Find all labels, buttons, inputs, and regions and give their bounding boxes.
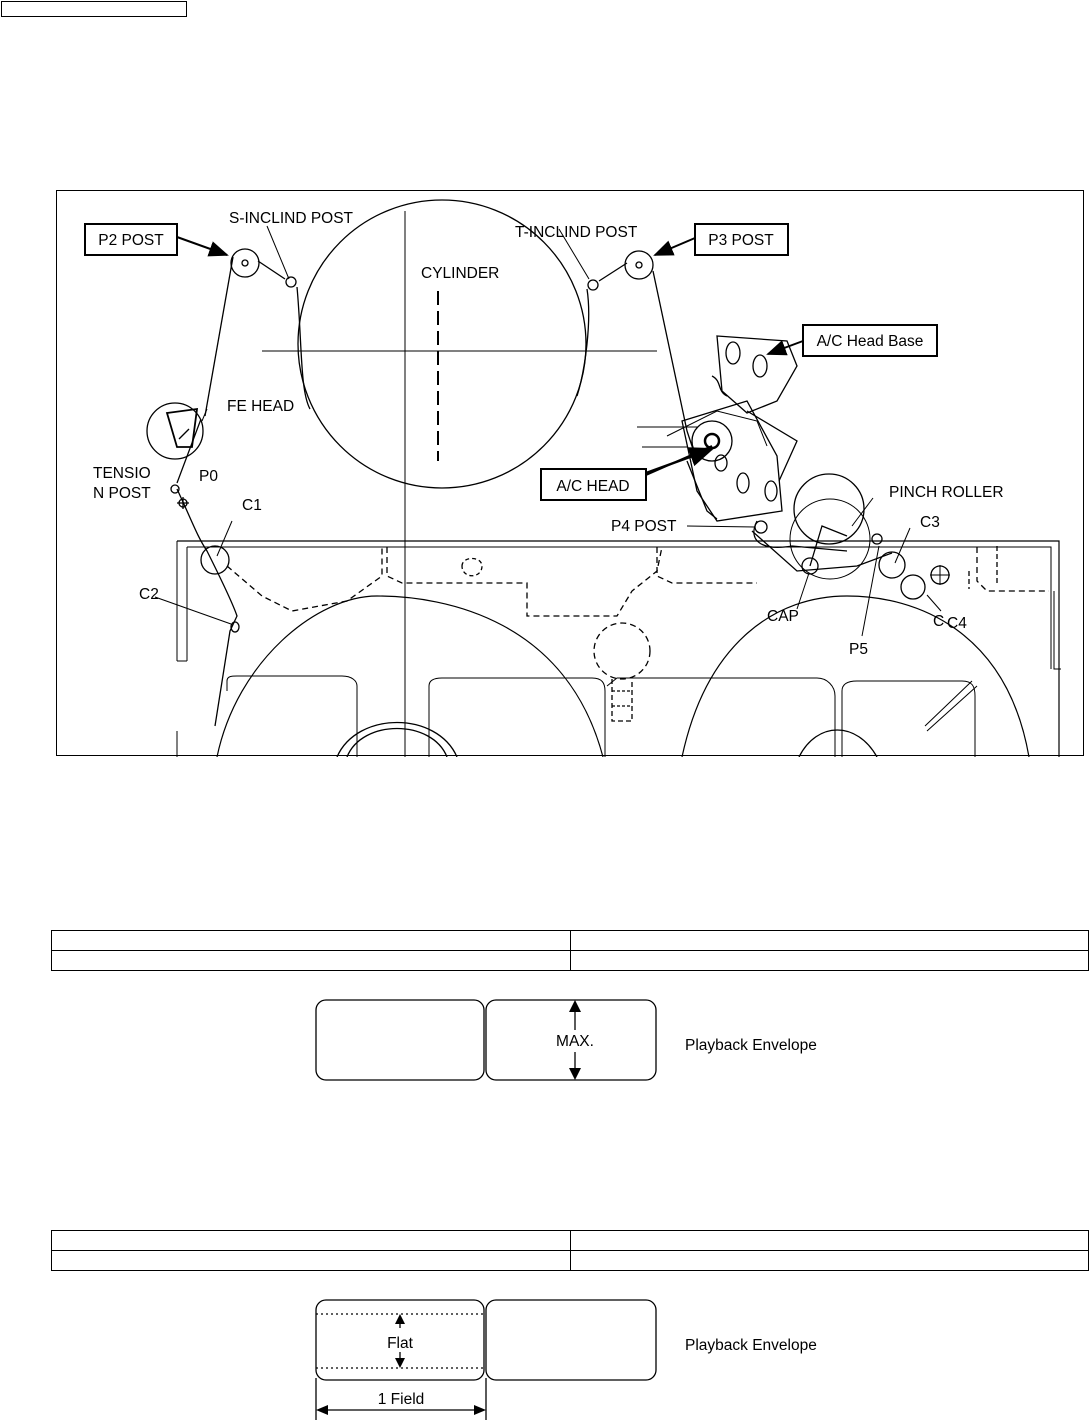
table-1 bbox=[51, 930, 1089, 971]
tension-post bbox=[170, 484, 180, 494]
p4-post-label: P4 POST bbox=[611, 518, 677, 535]
t-inclind-post-label: T-INCLIND POST bbox=[515, 224, 638, 241]
s-inclind-post bbox=[285, 276, 297, 288]
table-2 bbox=[51, 1230, 1089, 1271]
ac-head-base-box bbox=[802, 324, 938, 357]
playback-envelope-max: MAX. Playback Envelope bbox=[315, 999, 817, 1081]
table-row bbox=[51, 1250, 1089, 1271]
p3-post bbox=[624, 250, 654, 280]
cylinder-drum bbox=[297, 199, 587, 489]
tape-path-svg: P2 POST S-INCLIND POST T-INCLIND POST P3… bbox=[84, 199, 1061, 757]
p5-post bbox=[871, 533, 883, 545]
playback-envelope-label: Playback Envelope bbox=[685, 1037, 817, 1054]
max-label: MAX. bbox=[556, 1033, 594, 1050]
c2-post bbox=[230, 621, 240, 633]
table-row bbox=[51, 930, 1089, 951]
flat-label: Flat bbox=[387, 1335, 414, 1352]
c2-label: C2 bbox=[139, 586, 159, 603]
t-inclind-post bbox=[587, 279, 599, 291]
playback-envelope-flat: Flat 1 Field Playback Envelope bbox=[315, 1299, 817, 1420]
p5-label: P5 bbox=[849, 641, 868, 658]
p3-post-box bbox=[694, 223, 789, 256]
cap-label: CAP bbox=[767, 608, 799, 625]
playback-envelope-label: Playback Envelope bbox=[685, 1337, 817, 1354]
p3-post-label: P3 POST bbox=[708, 232, 774, 249]
p0-label: P0 bbox=[199, 468, 218, 485]
cylinder-label: CYLINDER bbox=[421, 265, 499, 282]
c1-roller bbox=[200, 545, 230, 575]
tape-path-diagram: P2 POST S-INCLIND POST T-INCLIND POST P3… bbox=[56, 190, 1084, 757]
p2-post bbox=[230, 248, 260, 278]
fe-head bbox=[146, 402, 204, 460]
c-partial-label: C bbox=[933, 613, 944, 630]
pinch-roller-label: PINCH ROLLER bbox=[889, 484, 1004, 501]
fe-head-label: FE HEAD bbox=[227, 398, 294, 415]
ac-head-base-label: A/C Head Base bbox=[817, 333, 924, 350]
c4-roller bbox=[900, 574, 926, 600]
ac-head-label: A/C HEAD bbox=[556, 478, 629, 495]
c3-roller bbox=[878, 551, 906, 579]
ac-head-box bbox=[540, 468, 647, 501]
tension-post-label-1: TENSIO bbox=[93, 465, 151, 482]
c3-label: C3 bbox=[920, 514, 940, 531]
p4-post bbox=[754, 520, 768, 534]
s-inclind-post-label: S-INCLIND POST bbox=[229, 210, 354, 227]
table-row bbox=[51, 1230, 1089, 1251]
p2-post-label: P2 POST bbox=[98, 232, 164, 249]
capstan bbox=[801, 557, 819, 575]
p2-post-box bbox=[84, 223, 178, 256]
field-label: 1 Field bbox=[378, 1391, 425, 1408]
header-box bbox=[1, 1, 187, 17]
pinch-roller bbox=[793, 473, 865, 545]
tension-post-label-2: N POST bbox=[93, 485, 151, 502]
table-row bbox=[51, 950, 1089, 971]
c1-label: C1 bbox=[242, 497, 262, 514]
c4-label: C4 bbox=[947, 615, 967, 632]
